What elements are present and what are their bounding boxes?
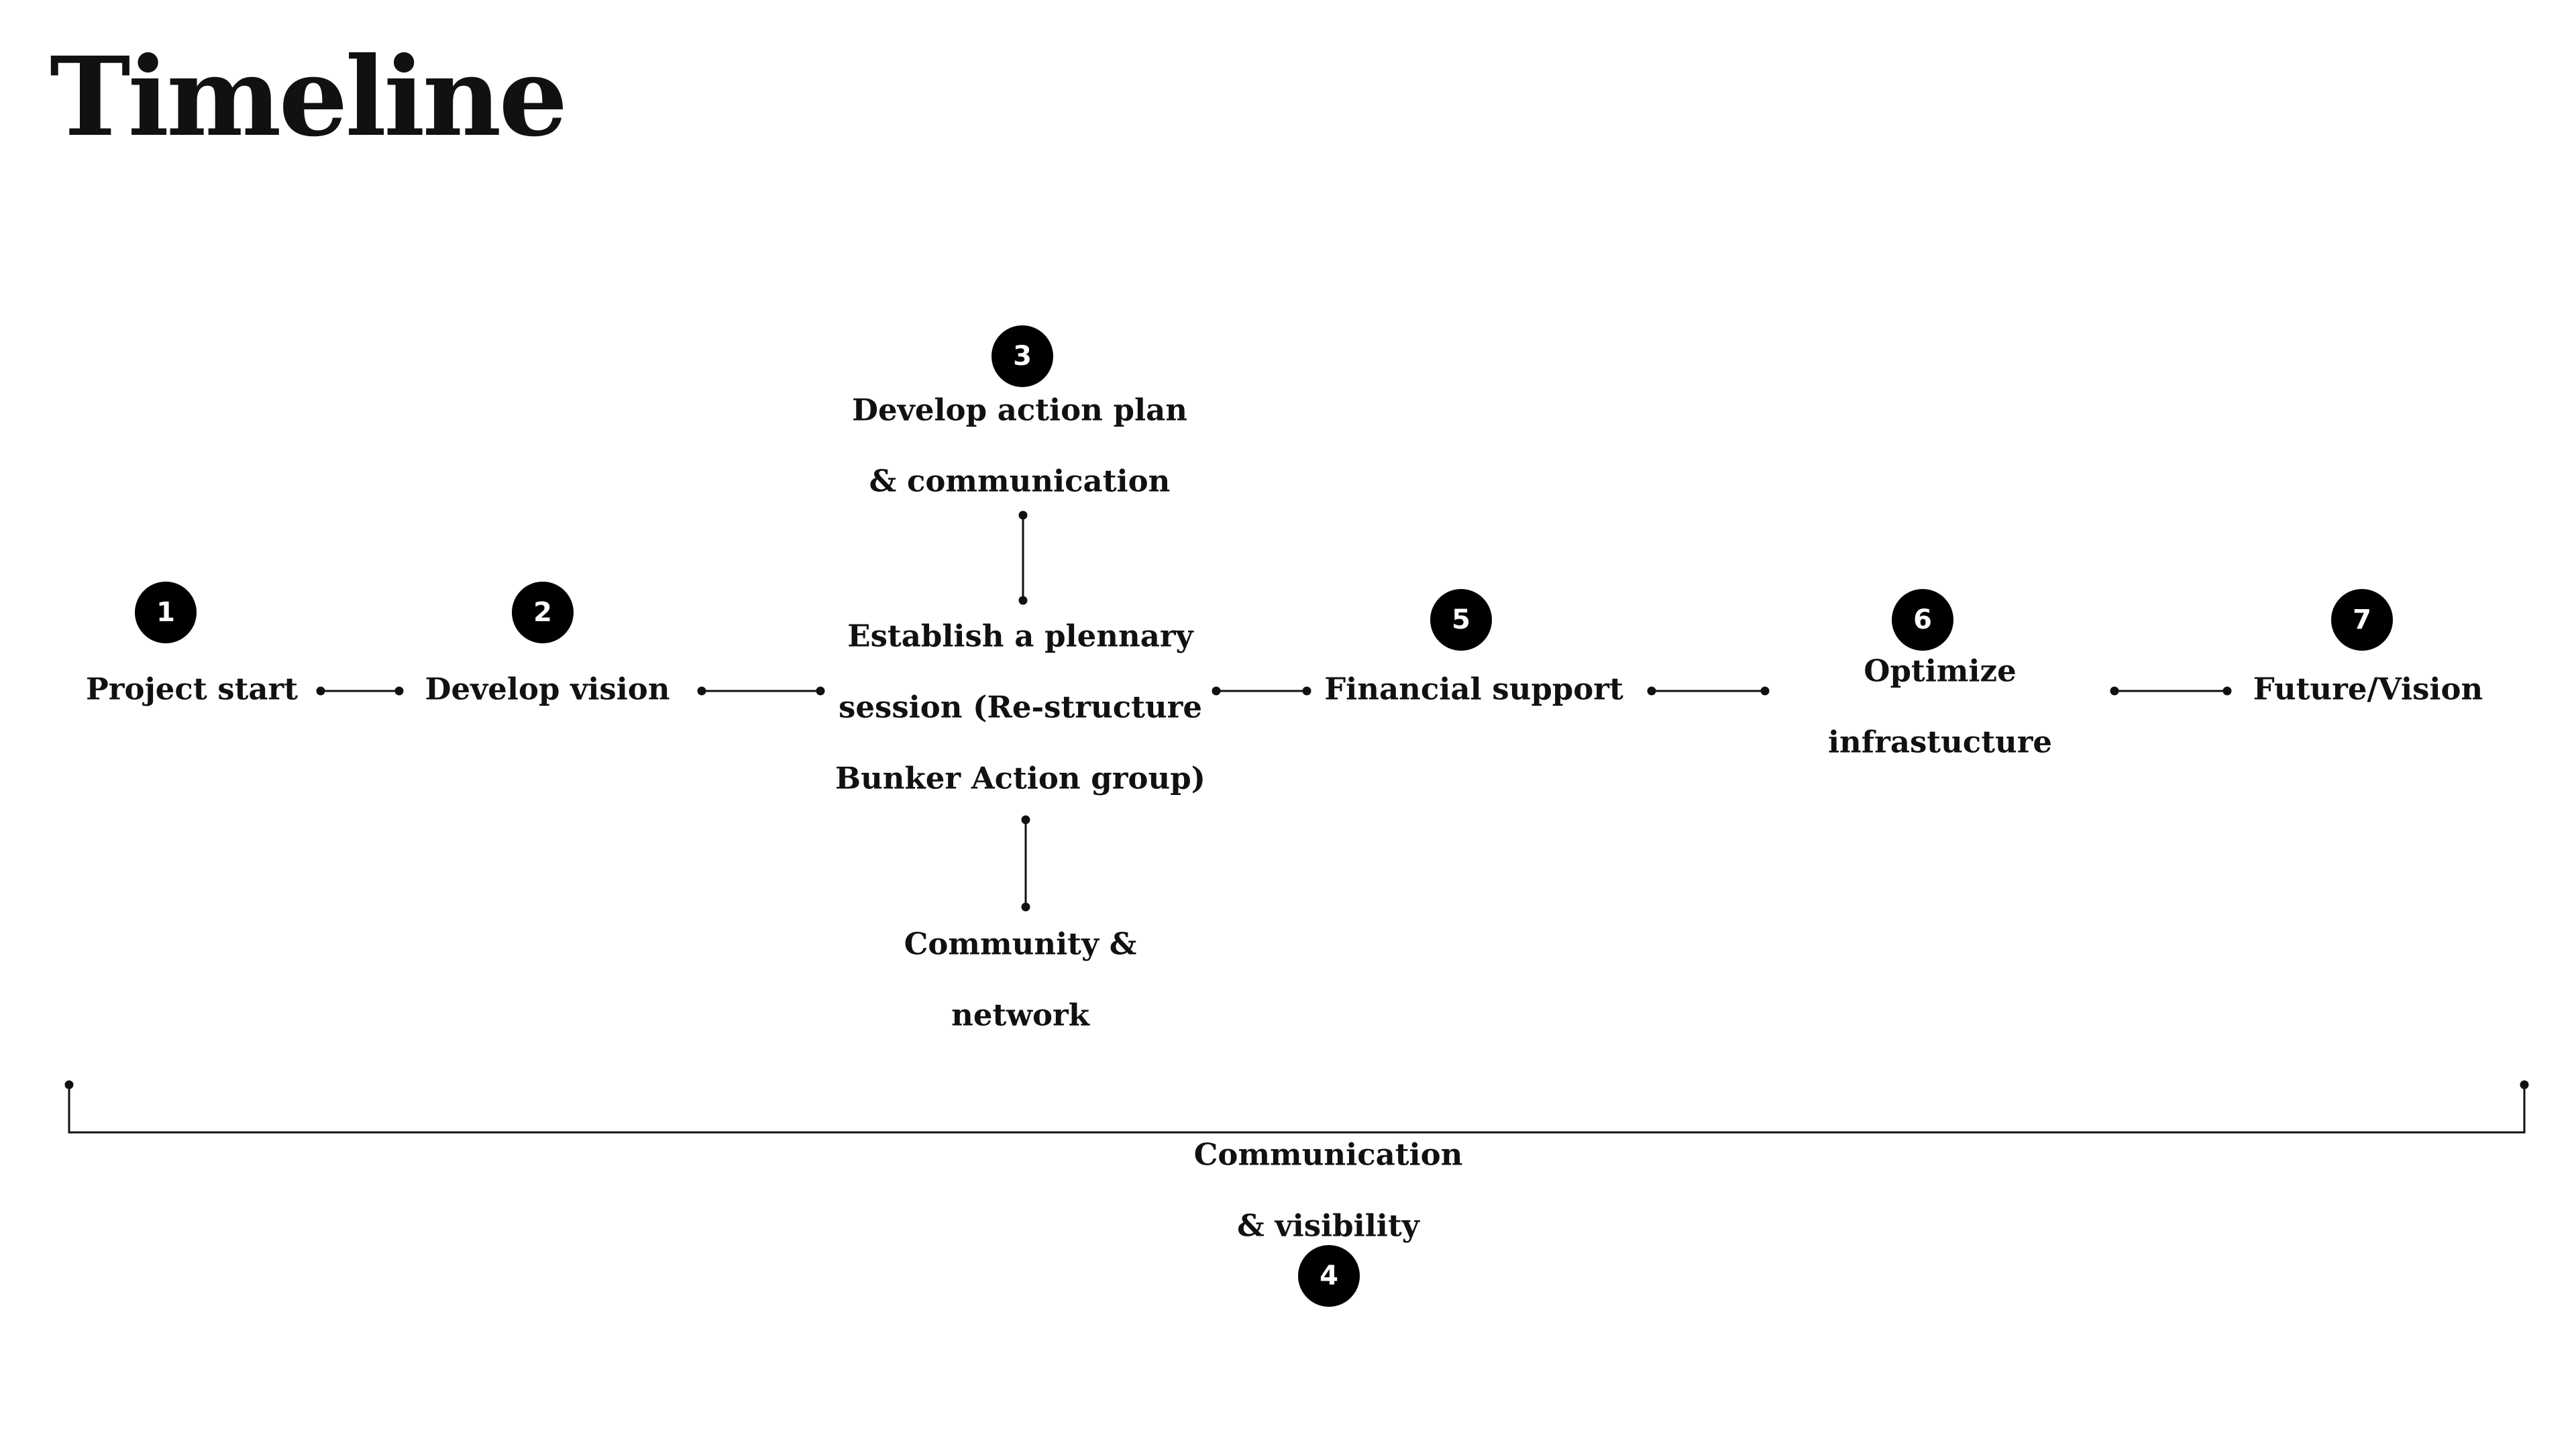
step-3-label: Develop action plan & communication bbox=[852, 357, 1187, 535]
plenary-label-line: Bunker Action group) bbox=[835, 760, 1205, 796]
step-6-label-line: Optimize bbox=[1864, 653, 2017, 689]
step-2-label-line: Develop vision bbox=[425, 671, 670, 707]
step-7-label-line: Future/Vision bbox=[2253, 671, 2483, 707]
step-4-label-line: Communication bbox=[1193, 1136, 1463, 1173]
connector-plenary-community bbox=[1021, 815, 1030, 912]
step-5-label: Financial support bbox=[1324, 636, 1623, 743]
step-6-label: Optimize infrastucture bbox=[1828, 618, 2052, 796]
step-3-badge: 3 bbox=[991, 325, 1053, 387]
step-1-label: Project start bbox=[86, 636, 298, 743]
step-7-badge: 7 bbox=[2331, 589, 2393, 651]
step-6-label-line: infrastucture bbox=[1827, 724, 2053, 760]
community-label-line: network bbox=[951, 997, 1089, 1033]
plenary-session-label: Establish a plennary session (Re-structu… bbox=[835, 583, 1205, 832]
step-7-label: Future/Vision bbox=[2253, 636, 2483, 743]
step-4-badge: 4 bbox=[1298, 1245, 1360, 1307]
plenary-label-line: Establish a plennary bbox=[847, 618, 1193, 654]
step-1-label-line: Project start bbox=[85, 671, 299, 707]
step-3-label-line: Develop action plan bbox=[852, 392, 1187, 428]
step-1-badge: 1 bbox=[135, 582, 197, 643]
step-2-label: Develop vision bbox=[425, 636, 669, 743]
community-label-line: Community & bbox=[904, 926, 1137, 962]
community-network-label: Community & network bbox=[904, 891, 1137, 1069]
connector-plenary-5 bbox=[1212, 686, 1311, 696]
connector-1-2 bbox=[316, 686, 404, 696]
step-4-label-line: & visibility bbox=[1237, 1208, 1419, 1244]
connector-3-plenary bbox=[1018, 511, 1028, 605]
connector-5-6 bbox=[1647, 686, 1770, 696]
connector-2-plenary bbox=[697, 686, 825, 696]
step-5-badge: 5 bbox=[1430, 589, 1492, 651]
page-title: Timeline bbox=[50, 34, 568, 161]
step-4-label: Communication & visibility bbox=[1194, 1102, 1463, 1279]
step-6-badge: 6 bbox=[1892, 589, 1953, 651]
plenary-label-line: session (Re-structure bbox=[839, 689, 1202, 725]
step-2-badge: 2 bbox=[512, 582, 574, 643]
connector-6-7 bbox=[2110, 686, 2232, 696]
span-bracket bbox=[68, 1085, 2526, 1134]
step-3-label-line: & communication bbox=[869, 463, 1171, 499]
step-5-label-line: Financial support bbox=[1324, 671, 1623, 707]
